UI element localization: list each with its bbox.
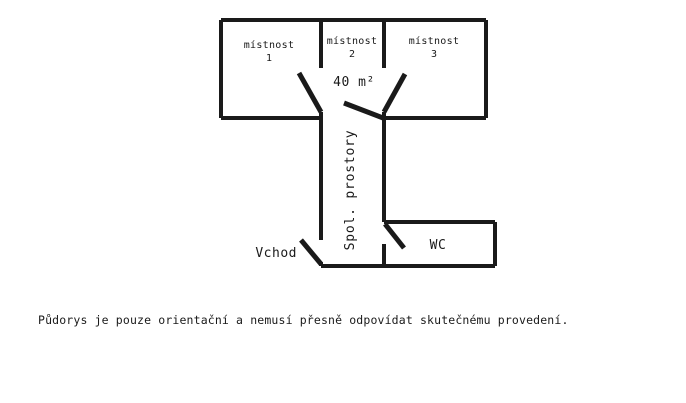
plan-text-labels: místnost 1 místnost 2 místnost 3 40 m² S… bbox=[244, 35, 460, 261]
door-swing-room-1 bbox=[296, 71, 324, 114]
room-2-name: místnost bbox=[327, 35, 378, 47]
wc-label: WC bbox=[430, 238, 447, 253]
corridor-walls bbox=[319, 112, 386, 268]
door-swing-wc bbox=[383, 222, 406, 250]
room-1-number: 1 bbox=[266, 53, 272, 64]
upper-block-walls bbox=[219, 18, 488, 120]
door-swing-room-2 bbox=[343, 100, 384, 121]
door-swings bbox=[296, 71, 408, 266]
room-2-number: 2 bbox=[349, 49, 355, 60]
disclaimer-text: Půdorys je pouze orientační a nemusí pře… bbox=[38, 313, 569, 327]
entrance-label: Vchod bbox=[255, 246, 297, 261]
corridor-label: Spol. prostory bbox=[343, 130, 358, 251]
door-swing-room-3 bbox=[381, 72, 408, 114]
room-1-name: místnost bbox=[244, 39, 295, 51]
room-3-name: místnost bbox=[409, 35, 460, 47]
door-swing-entrance bbox=[299, 238, 323, 266]
room-partitions bbox=[319, 20, 386, 68]
total-area-label: 40 m² bbox=[333, 75, 375, 90]
room-3-number: 3 bbox=[431, 49, 437, 60]
wc-walls bbox=[384, 220, 497, 268]
